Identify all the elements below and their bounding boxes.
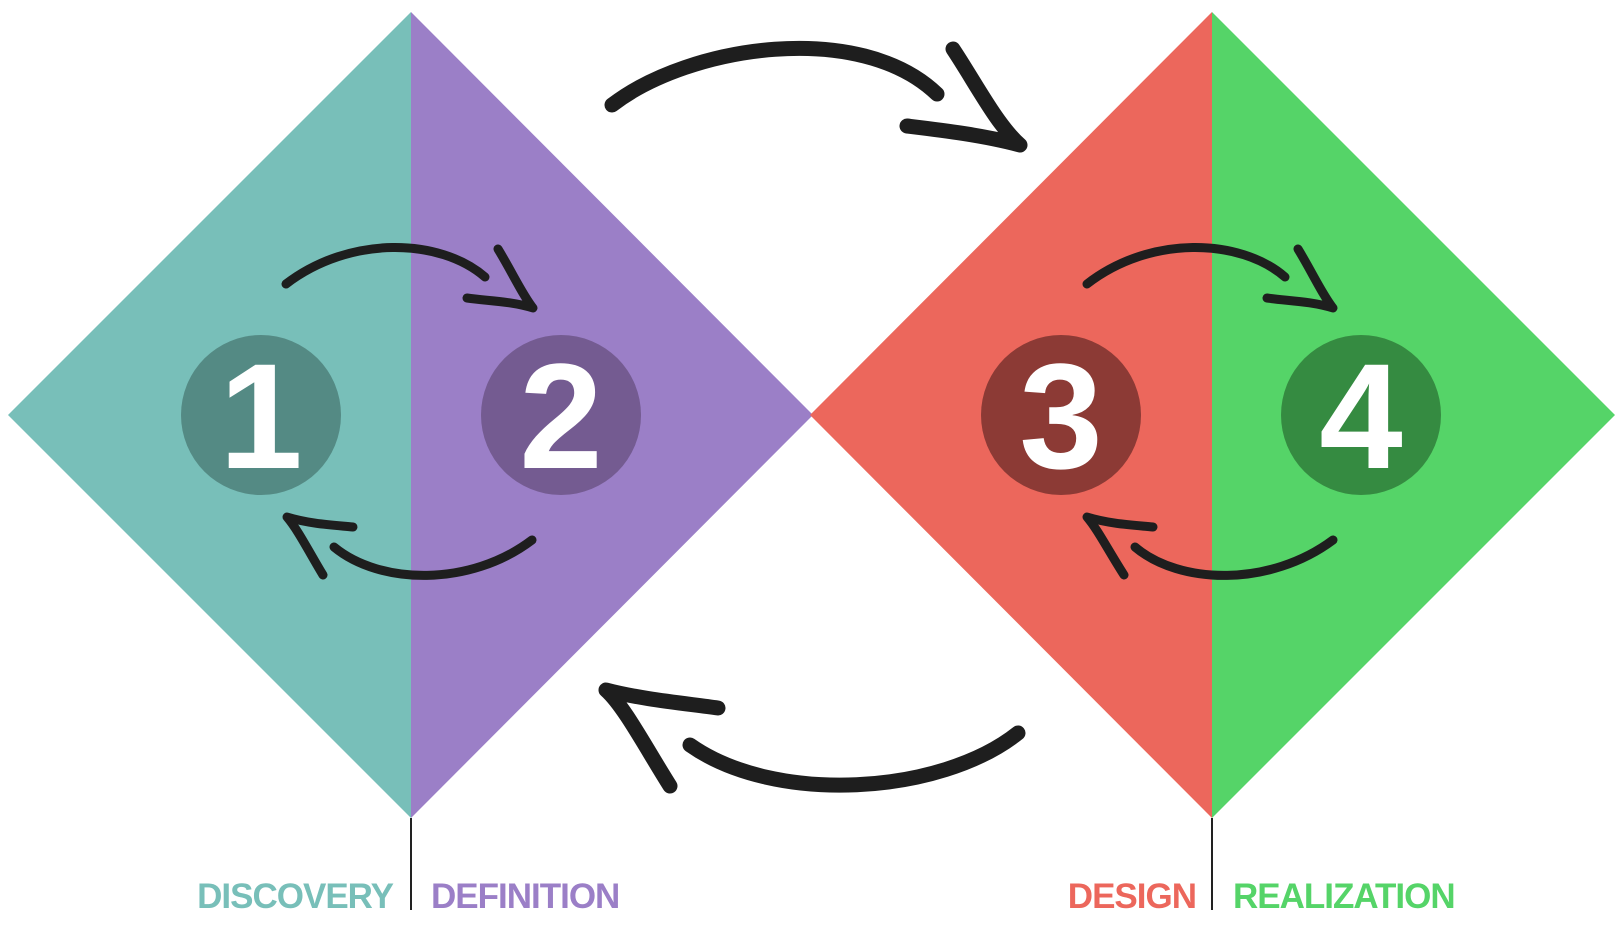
right-bottom-cycle-arrow-icon (1082, 512, 1338, 580)
phase-4-badge: 4 (1281, 332, 1441, 500)
forward-arrow-icon (604, 40, 1028, 153)
phase-2-number: 2 (519, 332, 602, 500)
discovery-label: DISCOVERY (197, 877, 394, 916)
phase-4-circle (1281, 335, 1441, 495)
left-bottom-cycle-arrow-icon (282, 512, 537, 580)
definition-label: DEFINITION (431, 877, 619, 916)
phase-3-badge: 3 (981, 332, 1141, 500)
design-label: DESIGN (1068, 877, 1196, 916)
phase-1-number: 1 (219, 332, 302, 500)
right-top-cycle-arrow-icon (1082, 243, 1338, 313)
phase-1-badge: 1 (181, 332, 341, 500)
realization-label: REALIZATION (1233, 877, 1455, 916)
phase-2-badge: 2 (481, 332, 641, 500)
phase-1-circle (181, 335, 341, 495)
return-arrow-icon (598, 682, 1026, 794)
phase-3-number: 3 (1019, 332, 1102, 500)
left-top-cycle-arrow-icon (281, 243, 538, 313)
phase-2-circle (481, 335, 641, 495)
phase-3-circle (981, 335, 1141, 495)
phase-4-number: 4 (1319, 332, 1402, 500)
